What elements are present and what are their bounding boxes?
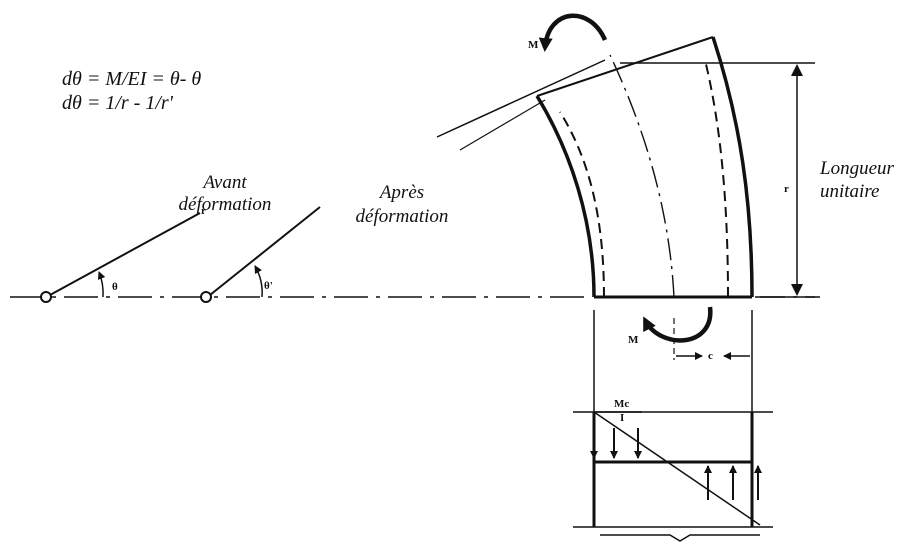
moment-label-top: M [528,39,539,51]
deformed-beam-element [535,36,754,299]
angle-before-deformation [40,212,201,303]
radius-line-lower [459,99,546,151]
label-avant-deformation: déformation [178,194,272,215]
equation-line-1: dθ = M/EI = θ- θ [62,68,202,90]
stress-denominator-label: I [620,412,624,424]
label-apres: Après [379,182,425,203]
theta-label: θ [112,281,118,293]
theta-prime-label: θ' [264,280,273,292]
angle-after-deformation [200,206,321,303]
label-longueur: Longueur [820,158,894,179]
label-unitaire: unitaire [820,181,880,202]
label-apres-deformation: déformation [355,206,449,227]
c-label: c [708,350,713,362]
moment-label-bottom: M [628,334,639,346]
moment-arrow-top [538,13,608,52]
c-dimension [593,310,753,420]
unit-length-dimension [620,62,815,298]
radius-label: r [784,183,789,195]
stress-numerator-label: Mc [614,398,629,410]
label-avant: Avant [203,172,247,193]
moment-arrow-bottom [642,306,713,343]
equation-line-2: dθ = 1/r - 1/r' [62,92,173,114]
radius-label-before: r [201,205,206,217]
stress-distribution-diagram [573,411,773,542]
radius-line [436,59,606,138]
